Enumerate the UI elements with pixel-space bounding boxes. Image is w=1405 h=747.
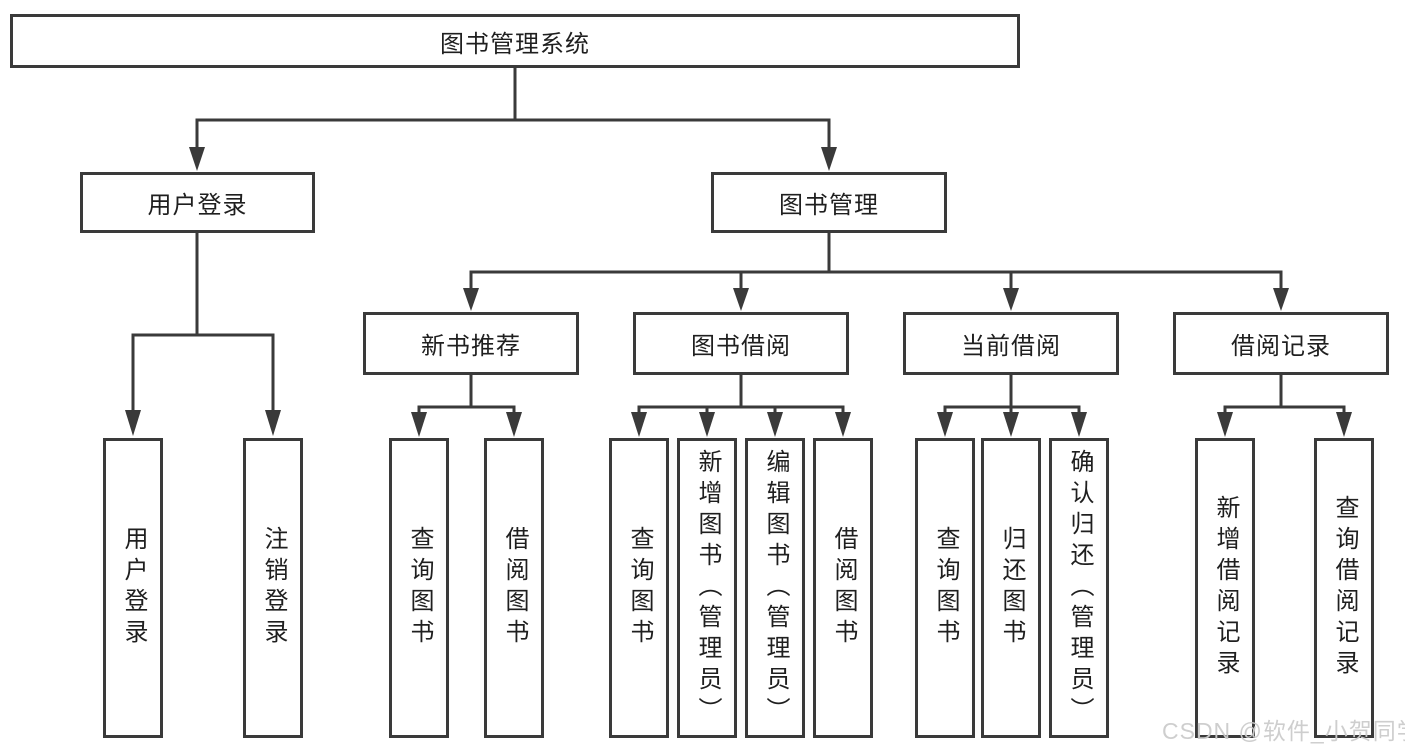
leaf-add-books-admin: 新增图书（管理员）	[677, 438, 737, 738]
leaf-add-borrow-record-label: 新增借阅记录	[1212, 495, 1239, 681]
leaf-return-books-label: 归还图书	[998, 526, 1025, 650]
csdn-watermark: CSDN @软件_小贺同学	[1162, 718, 1405, 744]
node-book-borrow-label: 图书借阅	[691, 333, 791, 360]
leaf-return-books: 归还图书	[981, 438, 1041, 738]
node-borrow-records-label: 借阅记录	[1231, 333, 1331, 360]
node-borrow-records: 借阅记录	[1173, 312, 1389, 375]
leaf-confirm-return-admin-label: 确认归还（管理员）	[1066, 448, 1093, 728]
leaf-add-books-admin-label: 新增图书（管理员）	[694, 448, 721, 728]
leaf-recommend-query-books-label: 查询图书	[406, 526, 433, 650]
leaf-query-borrow-record-label: 查询借阅记录	[1331, 495, 1358, 681]
leaf-logout-label: 注销登录	[260, 526, 287, 650]
node-current-borrow: 当前借阅	[903, 312, 1119, 375]
node-book-borrow: 图书借阅	[633, 312, 849, 375]
node-current-borrow-label: 当前借阅	[961, 333, 1061, 360]
arrowheads	[125, 147, 1352, 437]
leaf-add-borrow-record: 新增借阅记录	[1195, 438, 1255, 738]
leaf-user-login: 用户登录	[103, 438, 163, 738]
node-book-management: 图书管理	[711, 172, 947, 233]
node-library-system: 图书管理系统	[10, 14, 1020, 68]
leaf-borrow-query-books-label: 查询图书	[626, 526, 653, 650]
leaf-logout: 注销登录	[243, 438, 303, 738]
leaf-current-query-books: 查询图书	[915, 438, 975, 738]
node-library-system-label: 图书管理系统	[440, 30, 590, 58]
node-book-management-label: 图书管理	[779, 192, 879, 219]
node-new-book-recommend-label: 新书推荐	[421, 333, 521, 360]
leaf-borrow-query-books: 查询图书	[609, 438, 669, 738]
node-user-login-label: 用户登录	[147, 192, 248, 219]
leaf-recommend-query-books: 查询图书	[389, 438, 449, 738]
leaf-current-query-books-label: 查询图书	[932, 526, 959, 650]
node-new-book-recommend: 新书推荐	[363, 312, 579, 375]
leaf-borrow-books: 借阅图书	[813, 438, 873, 738]
leaf-confirm-return-admin: 确认归还（管理员）	[1049, 438, 1109, 738]
leaf-query-borrow-record: 查询借阅记录	[1314, 438, 1374, 738]
leaf-recommend-borrow-books-label: 借阅图书	[501, 526, 528, 650]
leaf-borrow-books-label: 借阅图书	[830, 526, 857, 650]
node-user-login: 用户登录	[80, 172, 315, 233]
leaf-recommend-borrow-books: 借阅图书	[484, 438, 544, 738]
leaf-user-login-label: 用户登录	[120, 526, 147, 650]
leaf-edit-books-admin: 编辑图书（管理员）	[745, 438, 805, 738]
leaf-edit-books-admin-label: 编辑图书（管理员）	[762, 448, 789, 728]
